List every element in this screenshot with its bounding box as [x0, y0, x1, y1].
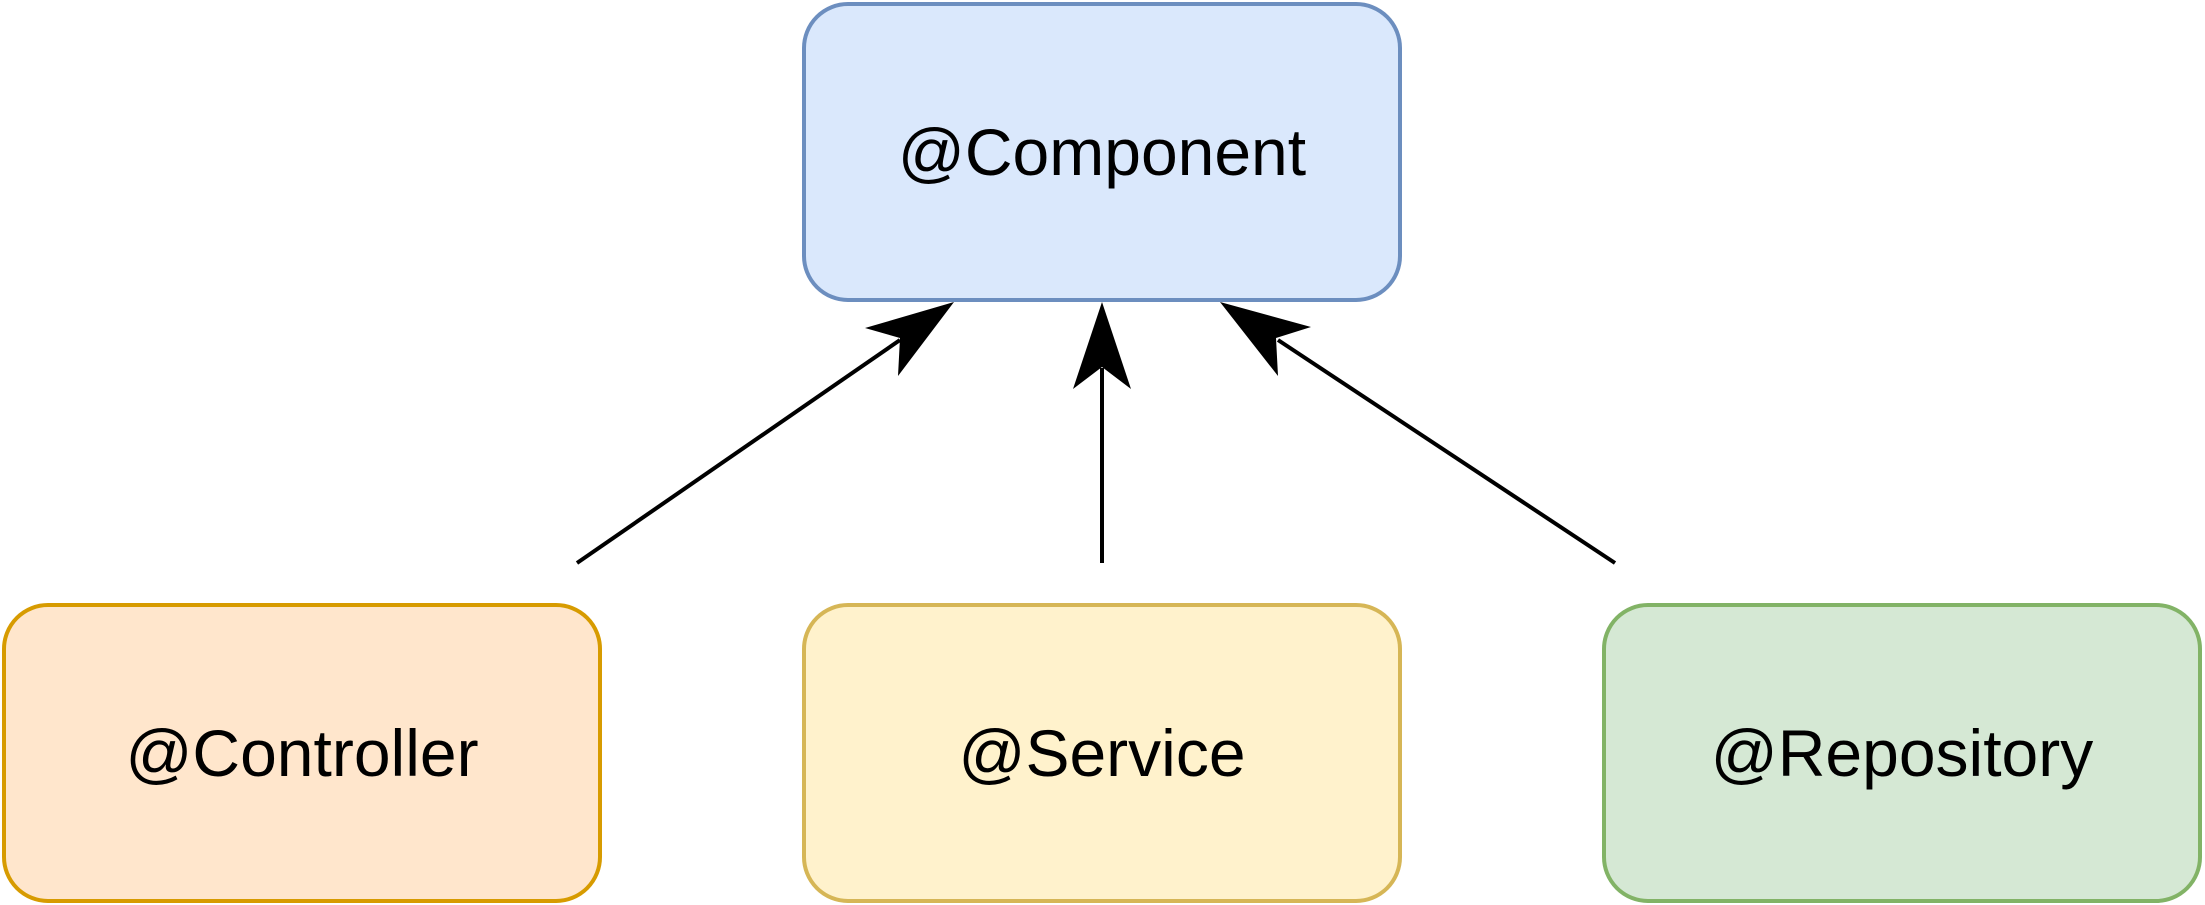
edge-line — [575, 338, 902, 565]
node-component[interactable]: @Component — [802, 2, 1402, 302]
node-label: @Service — [958, 716, 1246, 790]
node-label: @Controller — [125, 716, 479, 790]
edge-controller-to-component — [575, 302, 954, 565]
arrowhead-icon — [1073, 302, 1131, 389]
arrowhead-icon — [865, 302, 954, 376]
edge-service-to-component — [1073, 302, 1131, 563]
node-label: @Repository — [1710, 716, 2094, 790]
edge-repository-to-component — [1220, 302, 1617, 565]
edge-line — [1276, 338, 1617, 565]
arrowhead-icon — [1220, 302, 1311, 376]
node-service[interactable]: @Service — [802, 603, 1402, 903]
node-label: @Component — [897, 115, 1307, 189]
node-controller[interactable]: @Controller — [2, 603, 602, 903]
node-repository[interactable]: @Repository — [1602, 603, 2202, 903]
